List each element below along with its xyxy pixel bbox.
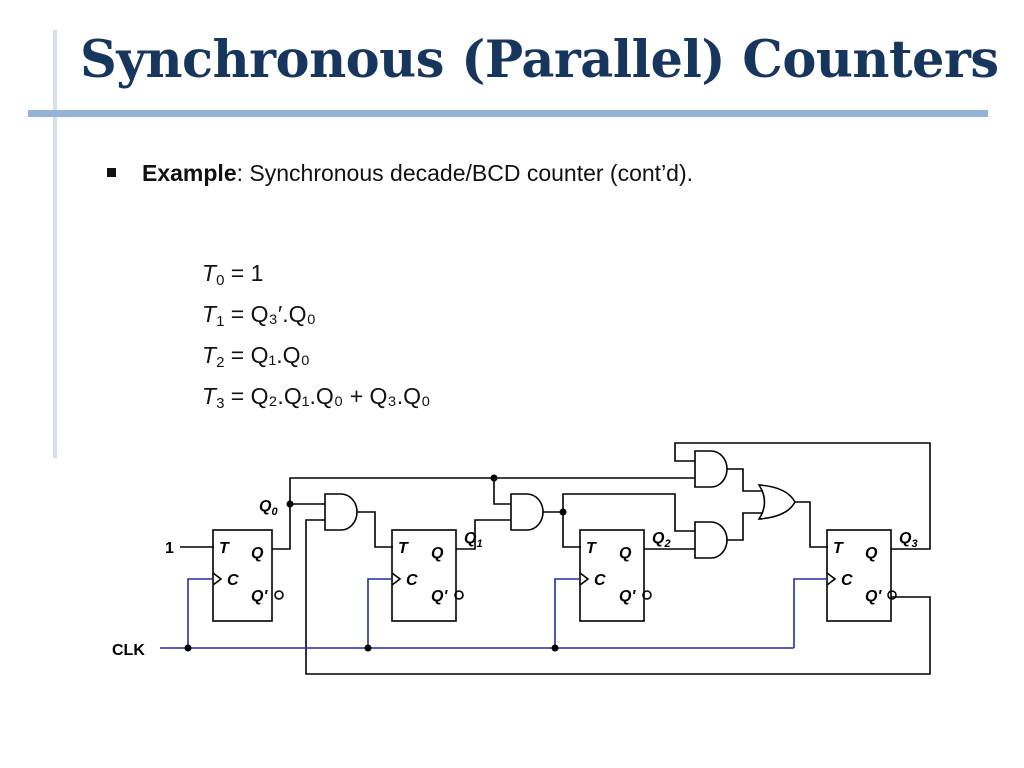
- junction-q0-bus: [490, 474, 498, 482]
- ff0-q-label: Q: [251, 545, 264, 562]
- junction-q0: [286, 500, 294, 508]
- clk-to-ff0-wire: [187, 578, 213, 648]
- q0-to-and2-wire: [493, 478, 511, 505]
- clk-label: CLK: [112, 642, 145, 659]
- q3-feedback-wire: [674, 442, 931, 550]
- and-gate-2: [510, 493, 544, 531]
- flipflop-ff2: [579, 529, 645, 622]
- and-gate-4: [694, 521, 728, 559]
- ff2-c-label: C: [594, 572, 606, 589]
- and3-to-or-wire: [727, 468, 763, 492]
- square-bullet-icon: [107, 168, 116, 177]
- q3-output-label: Q3: [899, 530, 918, 550]
- q2-output-label: Q2: [652, 530, 671, 550]
- ff3-q-label: Q: [865, 545, 878, 562]
- flipflop-ff0: [212, 529, 273, 622]
- ff2-qn-label: Q': [619, 588, 636, 605]
- ff1-qn-label: Q': [431, 588, 448, 605]
- clock-triangle-ff0: [212, 572, 223, 586]
- qn-bubble-ff3: [887, 590, 897, 600]
- ff2-t-label: T: [586, 540, 597, 557]
- clk-to-ff3-wire: [793, 578, 827, 648]
- clock-triangle-ff1: [391, 572, 402, 586]
- ff2-q-label: Q: [619, 545, 632, 562]
- ff3-qn-label: Q': [865, 588, 882, 605]
- input-one-label: 1: [165, 540, 174, 557]
- q0-output-wire: [272, 504, 291, 550]
- qn-bubble-ff1: [454, 590, 464, 600]
- flipflop-ff1: [391, 529, 457, 622]
- slide-title: Synchronous (Parallel) Counters: [80, 30, 999, 90]
- equation-list: T0 = 1 T1 = Q₃′.Q₀ T2 = Q₁.Q₀ T3 = Q₂.Q₁…: [202, 253, 431, 417]
- and-gate-1: [324, 493, 358, 531]
- ff1-t-label: T: [398, 540, 409, 557]
- junction-clk-ff0: [184, 644, 192, 652]
- and2-to-t2-wire: [543, 511, 581, 548]
- clock-triangle-ff2: [579, 572, 590, 586]
- ff0-qn-label: Q': [251, 588, 268, 605]
- ff0-t-label: T: [219, 540, 230, 557]
- bullet-text: : Synchronous decade/BCD counter (cont’d…: [236, 160, 694, 186]
- clock-triangle-ff3: [826, 572, 837, 586]
- clk-to-ff1-wire: [367, 578, 392, 648]
- junction-clk-ff2: [551, 644, 559, 652]
- ff1-c-label: C: [406, 572, 418, 589]
- junction-and2: [559, 508, 567, 516]
- and4-to-or-wire: [727, 512, 763, 541]
- bullet-label: Example: [142, 160, 237, 186]
- q1-output-label: Q1: [464, 530, 483, 550]
- ff3-t-label: T: [833, 540, 844, 557]
- equation-t0: T0 = 1: [202, 260, 264, 289]
- title-underline: [28, 110, 988, 117]
- or-to-t3-wire: [795, 501, 828, 548]
- ff0-c-label: C: [227, 572, 239, 589]
- and2-to-and4-wire: [562, 493, 695, 532]
- left-accent-bar: [53, 30, 57, 458]
- qn-bubble-ff2: [642, 590, 652, 600]
- flipflop-ff3: [826, 529, 892, 622]
- qn-bubble-ff0: [274, 590, 284, 600]
- junction-clk-ff1: [364, 644, 372, 652]
- clk-to-ff2-wire: [554, 578, 580, 648]
- equation-t2: T2 = Q₁.Q₀: [202, 342, 311, 371]
- and-gate-3: [694, 450, 728, 488]
- q3n-to-and1-wire: [305, 519, 931, 675]
- bullet-item: Example: Synchronous decade/BCD counter …: [107, 158, 693, 188]
- q0-bus-wire: [289, 477, 695, 504]
- ff1-q-label: Q: [431, 545, 444, 562]
- and1-to-t1-wire: [357, 511, 393, 548]
- equation-t3: T3 = Q₂.Q₁.Q₀ + Q₃.Q₀: [202, 383, 431, 412]
- q0-output-label: Q0: [259, 498, 278, 518]
- q1-to-and2-wire: [456, 519, 511, 550]
- equation-t1: T1 = Q₃′.Q₀: [202, 301, 317, 330]
- ff3-c-label: C: [841, 572, 853, 589]
- or-gate: [757, 484, 796, 520]
